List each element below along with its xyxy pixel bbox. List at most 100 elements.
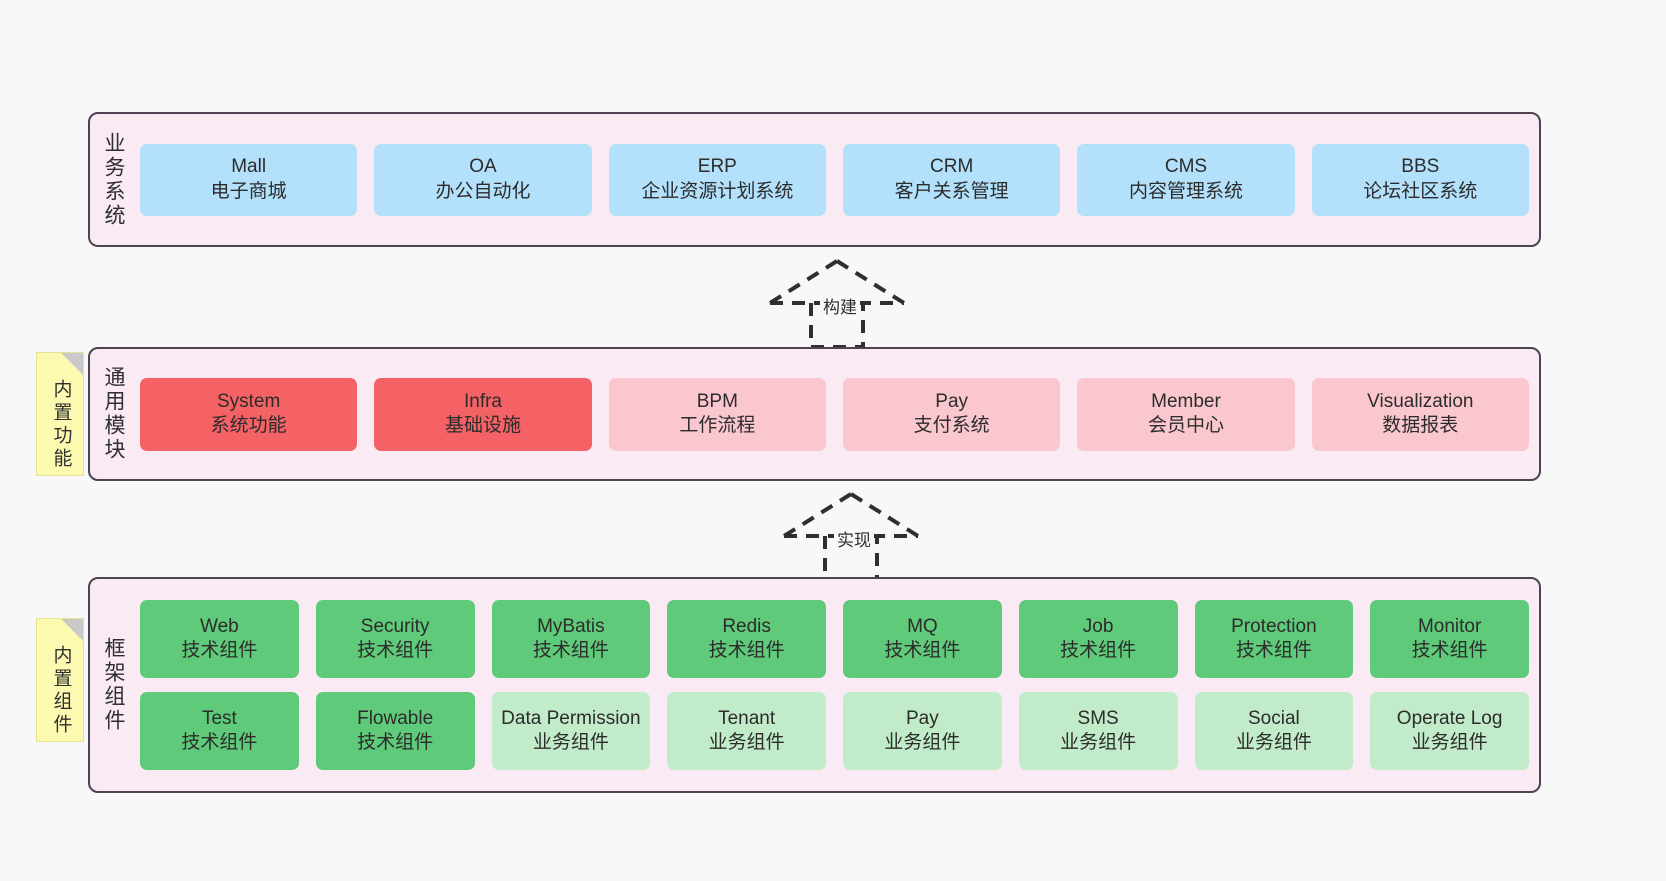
card-tenant[interactable]: Tenant 业务组件 — [667, 692, 826, 770]
card-row: System 系统功能 Infra 基础设施 BPM 工作流程 Pay 支付系统… — [140, 377, 1529, 451]
card-title-cn: 客户关系管理 — [894, 180, 1009, 202]
card-title-en: ERP — [697, 156, 737, 178]
card-flowable[interactable]: Flowable 技术组件 — [315, 692, 475, 770]
card-title-en: Security — [360, 615, 430, 637]
card-title-cn: 业务组件 — [884, 732, 961, 753]
layer-title-business: 业务系统 — [102, 131, 126, 228]
card-mq[interactable]: MQ 技术组件 — [843, 600, 1002, 678]
card-system[interactable]: System 系统功能 — [140, 377, 358, 451]
card-title-en: MyBatis — [537, 615, 605, 637]
card-title-en: Pay — [935, 390, 969, 412]
card-data-permission[interactable]: Data Permission 业务组件 — [491, 692, 651, 770]
card-title-en: Protection — [1231, 615, 1317, 637]
card-pay-business[interactable]: Pay 业务组件 — [843, 692, 1002, 770]
layer-body-framework: Web 技术组件 Security 技术组件 MyBatis 技术组件 Redi… — [136, 579, 1539, 791]
card-title-cn: 业务组件 — [708, 732, 785, 753]
card-title-cn: 技术组件 — [532, 640, 609, 661]
card-title-cn: 技术组件 — [884, 640, 961, 661]
card-title-cn: 系统功能 — [210, 415, 287, 436]
card-title-cn: 业务组件 — [1060, 732, 1137, 753]
card-title-en: Redis — [722, 615, 771, 637]
layer-body-common: System 系统功能 Infra 基础设施 BPM 工作流程 Pay 支付系统… — [136, 349, 1539, 479]
card-title-cn: 业务组件 — [1411, 732, 1488, 753]
card-title-en: Member — [1151, 390, 1221, 412]
card-operate-log[interactable]: Operate Log 业务组件 — [1370, 692, 1529, 770]
card-title-cn: 技术组件 — [1060, 640, 1137, 661]
card-title-cn: 业务组件 — [532, 732, 609, 753]
card-redis[interactable]: Redis 技术组件 — [667, 600, 826, 678]
card-visualization[interactable]: Visualization 数据报表 — [1311, 377, 1529, 451]
card-test[interactable]: Test 技术组件 — [140, 692, 299, 770]
card-title-en: Operate Log — [1396, 707, 1503, 729]
card-title-en: Pay — [906, 707, 939, 729]
card-title-en: CRM — [930, 156, 974, 178]
card-bbs[interactable]: BBS 论坛社区系统 — [1311, 143, 1529, 216]
card-protection[interactable]: Protection 技术组件 — [1194, 600, 1354, 678]
layer-common-module: 通用模块 System 系统功能 Infra 基础设施 BPM 工作流程 Pay… — [88, 347, 1541, 481]
card-title-en: Tenant — [718, 707, 776, 729]
card-title-cn: 工作流程 — [679, 415, 756, 436]
card-mybatis[interactable]: MyBatis 技术组件 — [491, 600, 651, 678]
arrow-label-realize: 实现 — [834, 526, 874, 551]
card-title-cn: 支付系统 — [913, 415, 990, 436]
card-title-cn: 技术组件 — [357, 732, 434, 753]
sticky-note-label: 内置功能 — [50, 379, 72, 471]
card-title-cn: 基础设施 — [444, 415, 521, 436]
layer-framework-component: 框架组件 Web 技术组件 Security 技术组件 MyBatis 技术组件… — [88, 577, 1541, 793]
arrow-label-build: 构建 — [820, 293, 860, 318]
card-title-cn: 会员中心 — [1147, 415, 1224, 436]
card-title-cn: 技术组件 — [181, 732, 258, 753]
card-title-cn: 技术组件 — [1411, 640, 1488, 661]
card-title-cn: 论坛社区系统 — [1363, 180, 1478, 202]
card-title-cn: 技术组件 — [1235, 640, 1312, 661]
card-row: Web 技术组件 Security 技术组件 MyBatis 技术组件 Redi… — [140, 600, 1529, 678]
arrow-realize: 实现 — [766, 488, 936, 583]
card-title-en: System — [216, 390, 281, 412]
card-title-en: BPM — [696, 390, 738, 412]
arrow-build: 构建 — [752, 255, 922, 350]
card-row: Test 技术组件 Flowable 技术组件 Data Permission … — [140, 692, 1529, 770]
card-web[interactable]: Web 技术组件 — [140, 600, 299, 678]
card-title-cn: 技术组件 — [708, 640, 785, 661]
card-security[interactable]: Security 技术组件 — [315, 600, 475, 678]
card-mall[interactable]: Mall 电子商城 — [140, 143, 358, 216]
card-infra[interactable]: Infra 基础设施 — [374, 377, 592, 451]
layer-body-business: Mall 电子商城 OA 办公自动化 ERP 企业资源计划系统 CRM 客户关系… — [136, 114, 1539, 245]
card-title-en: Data Permission — [501, 707, 641, 729]
card-job[interactable]: Job 技术组件 — [1018, 600, 1178, 678]
card-bpm[interactable]: BPM 工作流程 — [608, 377, 826, 451]
card-title-en: Monitor — [1417, 615, 1482, 637]
card-title-en: Mall — [231, 156, 267, 178]
card-title-en: SMS — [1077, 707, 1119, 729]
card-title-en: Test — [201, 707, 237, 729]
card-sms[interactable]: SMS 业务组件 — [1018, 692, 1178, 770]
card-title-en: Visualization — [1367, 390, 1474, 412]
card-title-cn: 数据报表 — [1382, 415, 1459, 436]
card-title-en: Social — [1248, 707, 1300, 729]
card-title-cn: 办公自动化 — [435, 180, 531, 202]
sticky-note-label: 内置组件 — [50, 645, 72, 737]
card-social[interactable]: Social 业务组件 — [1194, 692, 1354, 770]
card-title-cn: 企业资源计划系统 — [641, 180, 794, 202]
card-title-cn: 业务组件 — [1235, 732, 1312, 753]
card-erp[interactable]: ERP 企业资源计划系统 — [608, 143, 826, 216]
card-title-en: Web — [200, 615, 239, 637]
card-cms[interactable]: CMS 内容管理系统 — [1077, 143, 1295, 216]
card-title-en: Infra — [463, 390, 502, 412]
layer-title-framework: 框架组件 — [102, 637, 126, 733]
card-member[interactable]: Member 会员中心 — [1077, 377, 1295, 451]
card-crm[interactable]: CRM 客户关系管理 — [842, 143, 1061, 216]
card-title-en: BBS — [1401, 156, 1440, 178]
card-pay[interactable]: Pay 支付系统 — [842, 377, 1061, 451]
sticky-note-builtin-function[interactable]: 内置功能 — [36, 352, 84, 476]
card-oa[interactable]: OA 办公自动化 — [374, 143, 592, 216]
card-title-en: MQ — [907, 615, 938, 637]
card-title-en: Flowable — [357, 707, 434, 729]
card-title-cn: 内容管理系统 — [1128, 180, 1243, 202]
layer-business-system: 业务系统 Mall 电子商城 OA 办公自动化 ERP 企业资源计划系统 CRM… — [88, 112, 1541, 247]
card-title-cn: 电子商城 — [210, 180, 287, 202]
card-monitor[interactable]: Monitor 技术组件 — [1370, 600, 1529, 678]
sticky-note-builtin-component[interactable]: 内置组件 — [36, 618, 84, 742]
layer-title-common: 通用模块 — [102, 366, 126, 462]
